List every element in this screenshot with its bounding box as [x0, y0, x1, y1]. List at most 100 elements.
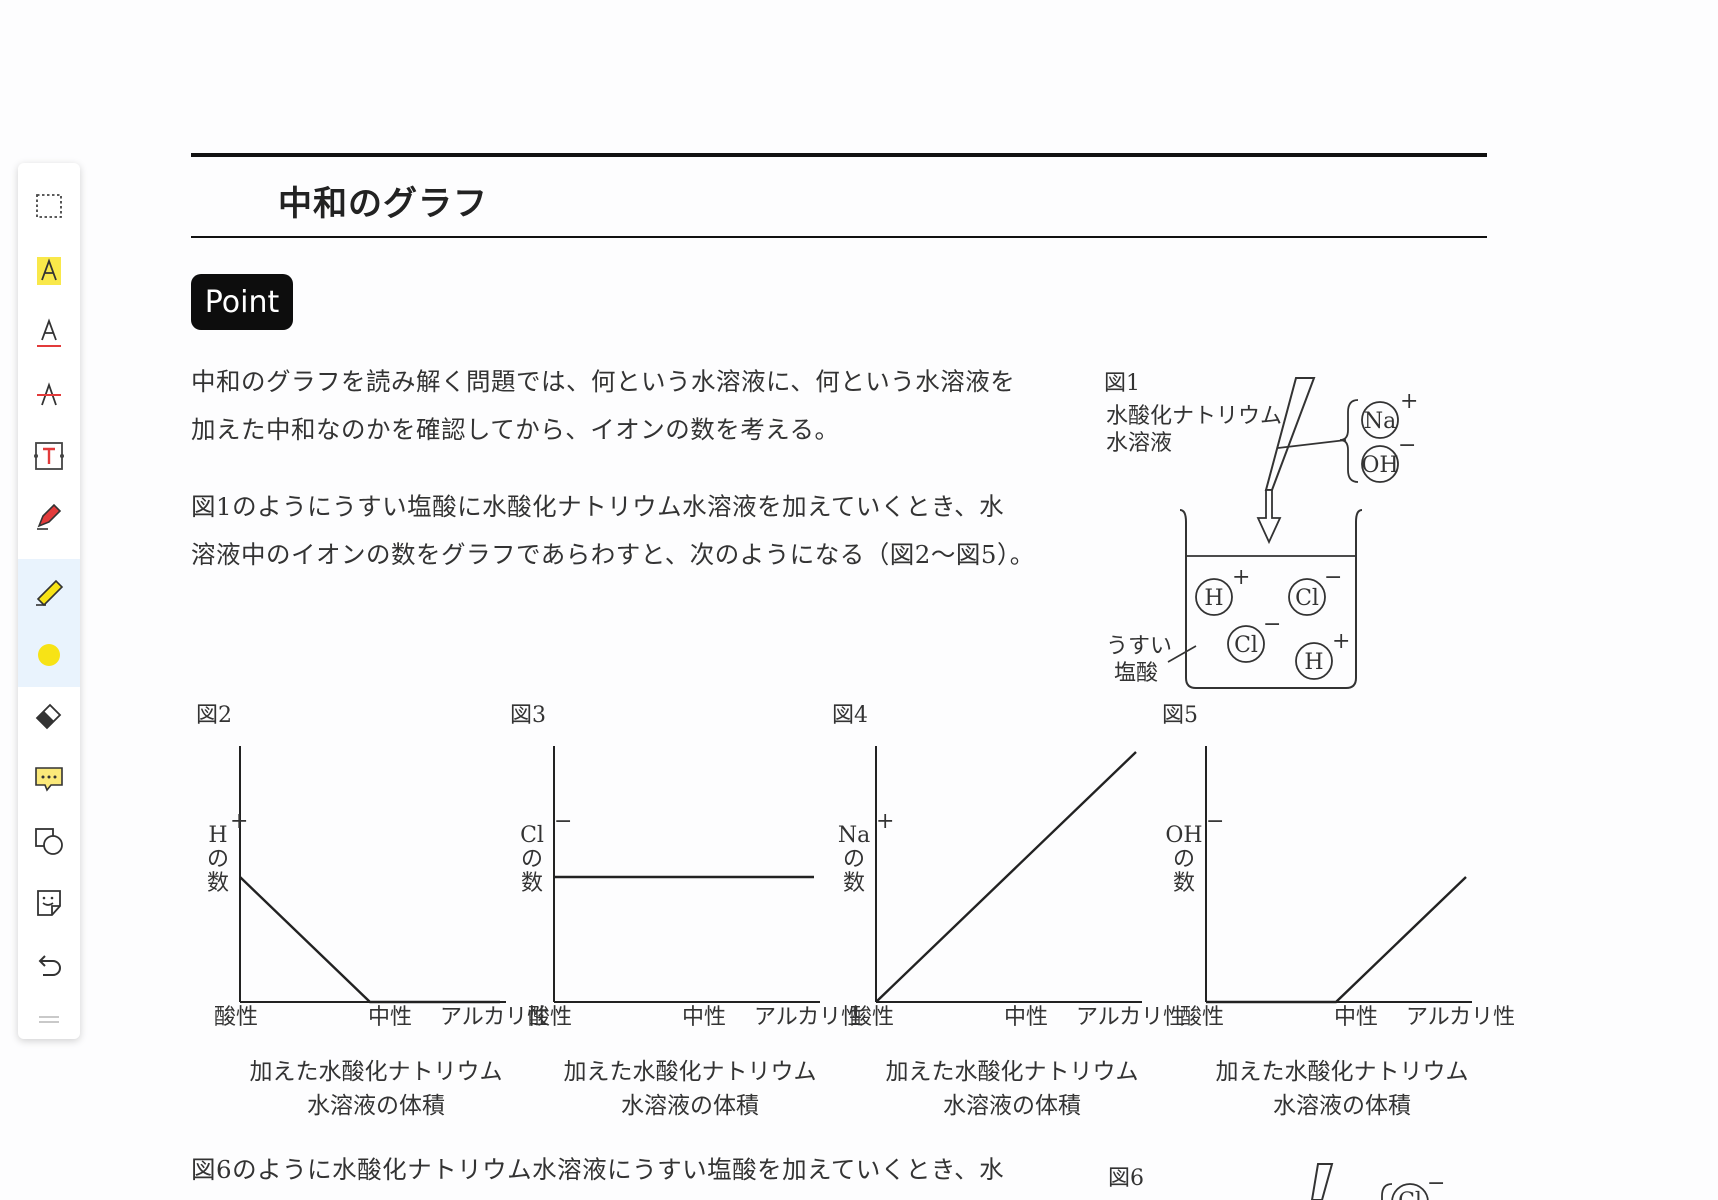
shapes-icon — [35, 828, 63, 855]
x-tick-acidic: 酸性 — [214, 1005, 258, 1030]
h-ion-charge-2: + — [1332, 629, 1350, 654]
x-tick-neutral: 中性 — [682, 1005, 726, 1030]
x-tick-neutral: 中性 — [1334, 1005, 1378, 1030]
y-label-charge: + — [876, 809, 894, 834]
acid-label-line-1: うすい — [1106, 634, 1172, 659]
y-label-ion: Cl — [520, 823, 544, 848]
graph-label: 図2 — [196, 703, 232, 728]
y-label-no: の — [1173, 847, 1195, 872]
text-highlight-tool-button[interactable] — [18, 243, 80, 299]
y-label-no: の — [843, 847, 865, 872]
x-tick-alkaline: アルカリ性 — [1076, 1005, 1185, 1030]
sticker-tool-button[interactable] — [18, 875, 80, 931]
toolbar-drag-handle[interactable] — [39, 1016, 59, 1018]
x-tick-acidic: 酸性 — [1180, 1005, 1224, 1030]
undo-button[interactable] — [18, 938, 80, 994]
graph-caption-line: 水溶液の体積 — [943, 1093, 1081, 1119]
h-ion-circle-1 — [1195, 578, 1233, 616]
text-highlight-icon — [37, 257, 61, 285]
graph-caption-line: 水溶液の体積 — [1273, 1093, 1411, 1119]
figure-6-cl-ion-circle — [1391, 1183, 1429, 1200]
pipette — [1264, 377, 1316, 491]
comment-icon — [35, 767, 63, 792]
cl-ion-charge-2: − — [1263, 612, 1281, 637]
pen-tool-button[interactable] — [18, 488, 80, 544]
graph-caption-line: 加えた水酸化ナトリウム — [249, 1059, 503, 1085]
y-label-ion: Na — [838, 823, 870, 848]
x-tick-alkaline: アルカリ性 — [754, 1005, 863, 1030]
eraser-tool-button[interactable] — [18, 687, 80, 743]
graph-caption: 加えた水酸化ナトリウム水溶液の体積 — [540, 1055, 840, 1123]
cl-ion-circle-1 — [1288, 578, 1326, 616]
comment-tool-button[interactable] — [18, 751, 80, 807]
oh-ion-circle — [1361, 445, 1399, 483]
intro-paragraph: 中和のグラフを読み解く問題では、何という水溶液に、何という水溶液を 加えた中和な… — [191, 358, 1081, 454]
figure-6-cl-ion-charge: − — [1427, 1171, 1445, 1196]
ion-brace — [1339, 399, 1359, 483]
toolbar-drag-handle-line — [39, 1021, 59, 1023]
graph-caption-line: 水溶液の体積 — [307, 1093, 445, 1119]
selection-tool-button[interactable] — [18, 178, 80, 234]
y-label-count: 数 — [521, 871, 543, 896]
acid-label-line-2: 塩酸 — [1114, 661, 1158, 686]
series-line — [875, 751, 1137, 1003]
graph-caption: 加えた水酸化ナトリウム水溶液の体積 — [226, 1055, 526, 1123]
figure-6-paragraph: 図6のように水酸化ナトリウム水溶液にうすい塩酸を加えていくとき、水 — [191, 1146, 1081, 1194]
y-label-ion: H — [208, 823, 227, 848]
figure-6-label: 図6 — [1108, 1166, 1144, 1191]
x-tick-neutral: 中性 — [1004, 1005, 1048, 1030]
reagent-leader-line — [1277, 439, 1347, 449]
text-underline-tool-button[interactable] — [18, 305, 80, 361]
cl-ion-symbol-1: Cl — [1295, 586, 1319, 611]
graph-caption-line: 加えた水酸化ナトリウム — [563, 1059, 817, 1085]
graph-5: 図5OH−の数酸性中性アルカリ性 — [1162, 703, 1515, 1030]
figure-1-diagram: 図1 水酸化ナトリウム 水溶液 Na + OH − H + Cl − Cl − … — [1104, 371, 1418, 689]
text-box-tool-button[interactable] — [18, 428, 80, 484]
color-swatch-icon — [38, 644, 60, 666]
x-tick-alkaline: アルカリ性 — [1406, 1005, 1515, 1030]
explanation-line-2: 溶液中のイオンの数をグラフであらわすと、次のようになる（図2〜図5）。 — [191, 540, 1035, 569]
x-tick-neutral: 中性 — [368, 1005, 412, 1030]
annotation-toolbar — [18, 163, 80, 1039]
reagent-label-line-1: 水酸化ナトリウム — [1106, 404, 1282, 429]
shapes-tool-button[interactable] — [18, 813, 80, 869]
graph-label: 図5 — [1162, 703, 1198, 728]
h-ion-circle-2 — [1295, 642, 1333, 680]
y-label-ion: OH — [1165, 823, 1202, 848]
highlighter-color-button[interactable] — [18, 623, 80, 687]
intro-line-1: 中和のグラフを読み解く問題では、何という水溶液に、何という水溶液を — [191, 367, 1016, 396]
graph-caption-line: 加えた水酸化ナトリウム — [885, 1059, 1139, 1085]
graph-caption-line: 水溶液の体積 — [621, 1093, 759, 1119]
undo-icon — [38, 955, 61, 976]
highlighter-tool-button[interactable] — [18, 559, 80, 623]
x-tick-acidic: 酸性 — [528, 1005, 572, 1030]
cl-ion-charge-1: − — [1324, 565, 1342, 590]
intro-line-2: 加えた中和なのかを確認してから、イオンの数を考える。 — [191, 415, 840, 444]
text-strikethrough-icon — [37, 382, 61, 406]
sticker-icon — [37, 890, 61, 916]
y-label-no: の — [207, 847, 229, 872]
x-tick-acidic: 酸性 — [850, 1005, 894, 1030]
title-rule-bottom — [191, 236, 1487, 238]
graph-label: 図4 — [832, 703, 868, 728]
oh-ion-symbol: OH — [1361, 453, 1398, 478]
y-label-count: 数 — [207, 871, 229, 896]
graph-caption: 加えた水酸化ナトリウム水溶液の体積 — [862, 1055, 1162, 1123]
h-ion-symbol-1: H — [1204, 586, 1223, 611]
na-ion-symbol: Na — [1364, 409, 1396, 434]
y-label-charge: − — [1206, 809, 1224, 834]
beaker — [1179, 509, 1363, 689]
figure-6-pipette — [1310, 1163, 1334, 1200]
na-ion-charge: + — [1400, 389, 1418, 414]
reagent-label-line-2: 水溶液 — [1106, 431, 1172, 456]
h-ion-charge-1: + — [1232, 565, 1250, 590]
graph-3: 図3Cl−の数酸性中性アルカリ性 — [510, 703, 863, 1030]
na-ion-circle — [1361, 401, 1399, 439]
explanation-paragraph: 図1のようにうすい塩酸に水酸化ナトリウム水溶液を加えていくとき、水 溶液中のイオ… — [191, 483, 1081, 579]
series-line — [1206, 876, 1467, 1004]
graph-caption-line: 加えた水酸化ナトリウム — [1215, 1059, 1469, 1085]
acid-leader-line — [1167, 645, 1197, 663]
text-strikethrough-tool-button[interactable] — [18, 366, 80, 422]
figure-1-label: 図1 — [1104, 371, 1140, 396]
y-label-charge: + — [230, 809, 248, 834]
